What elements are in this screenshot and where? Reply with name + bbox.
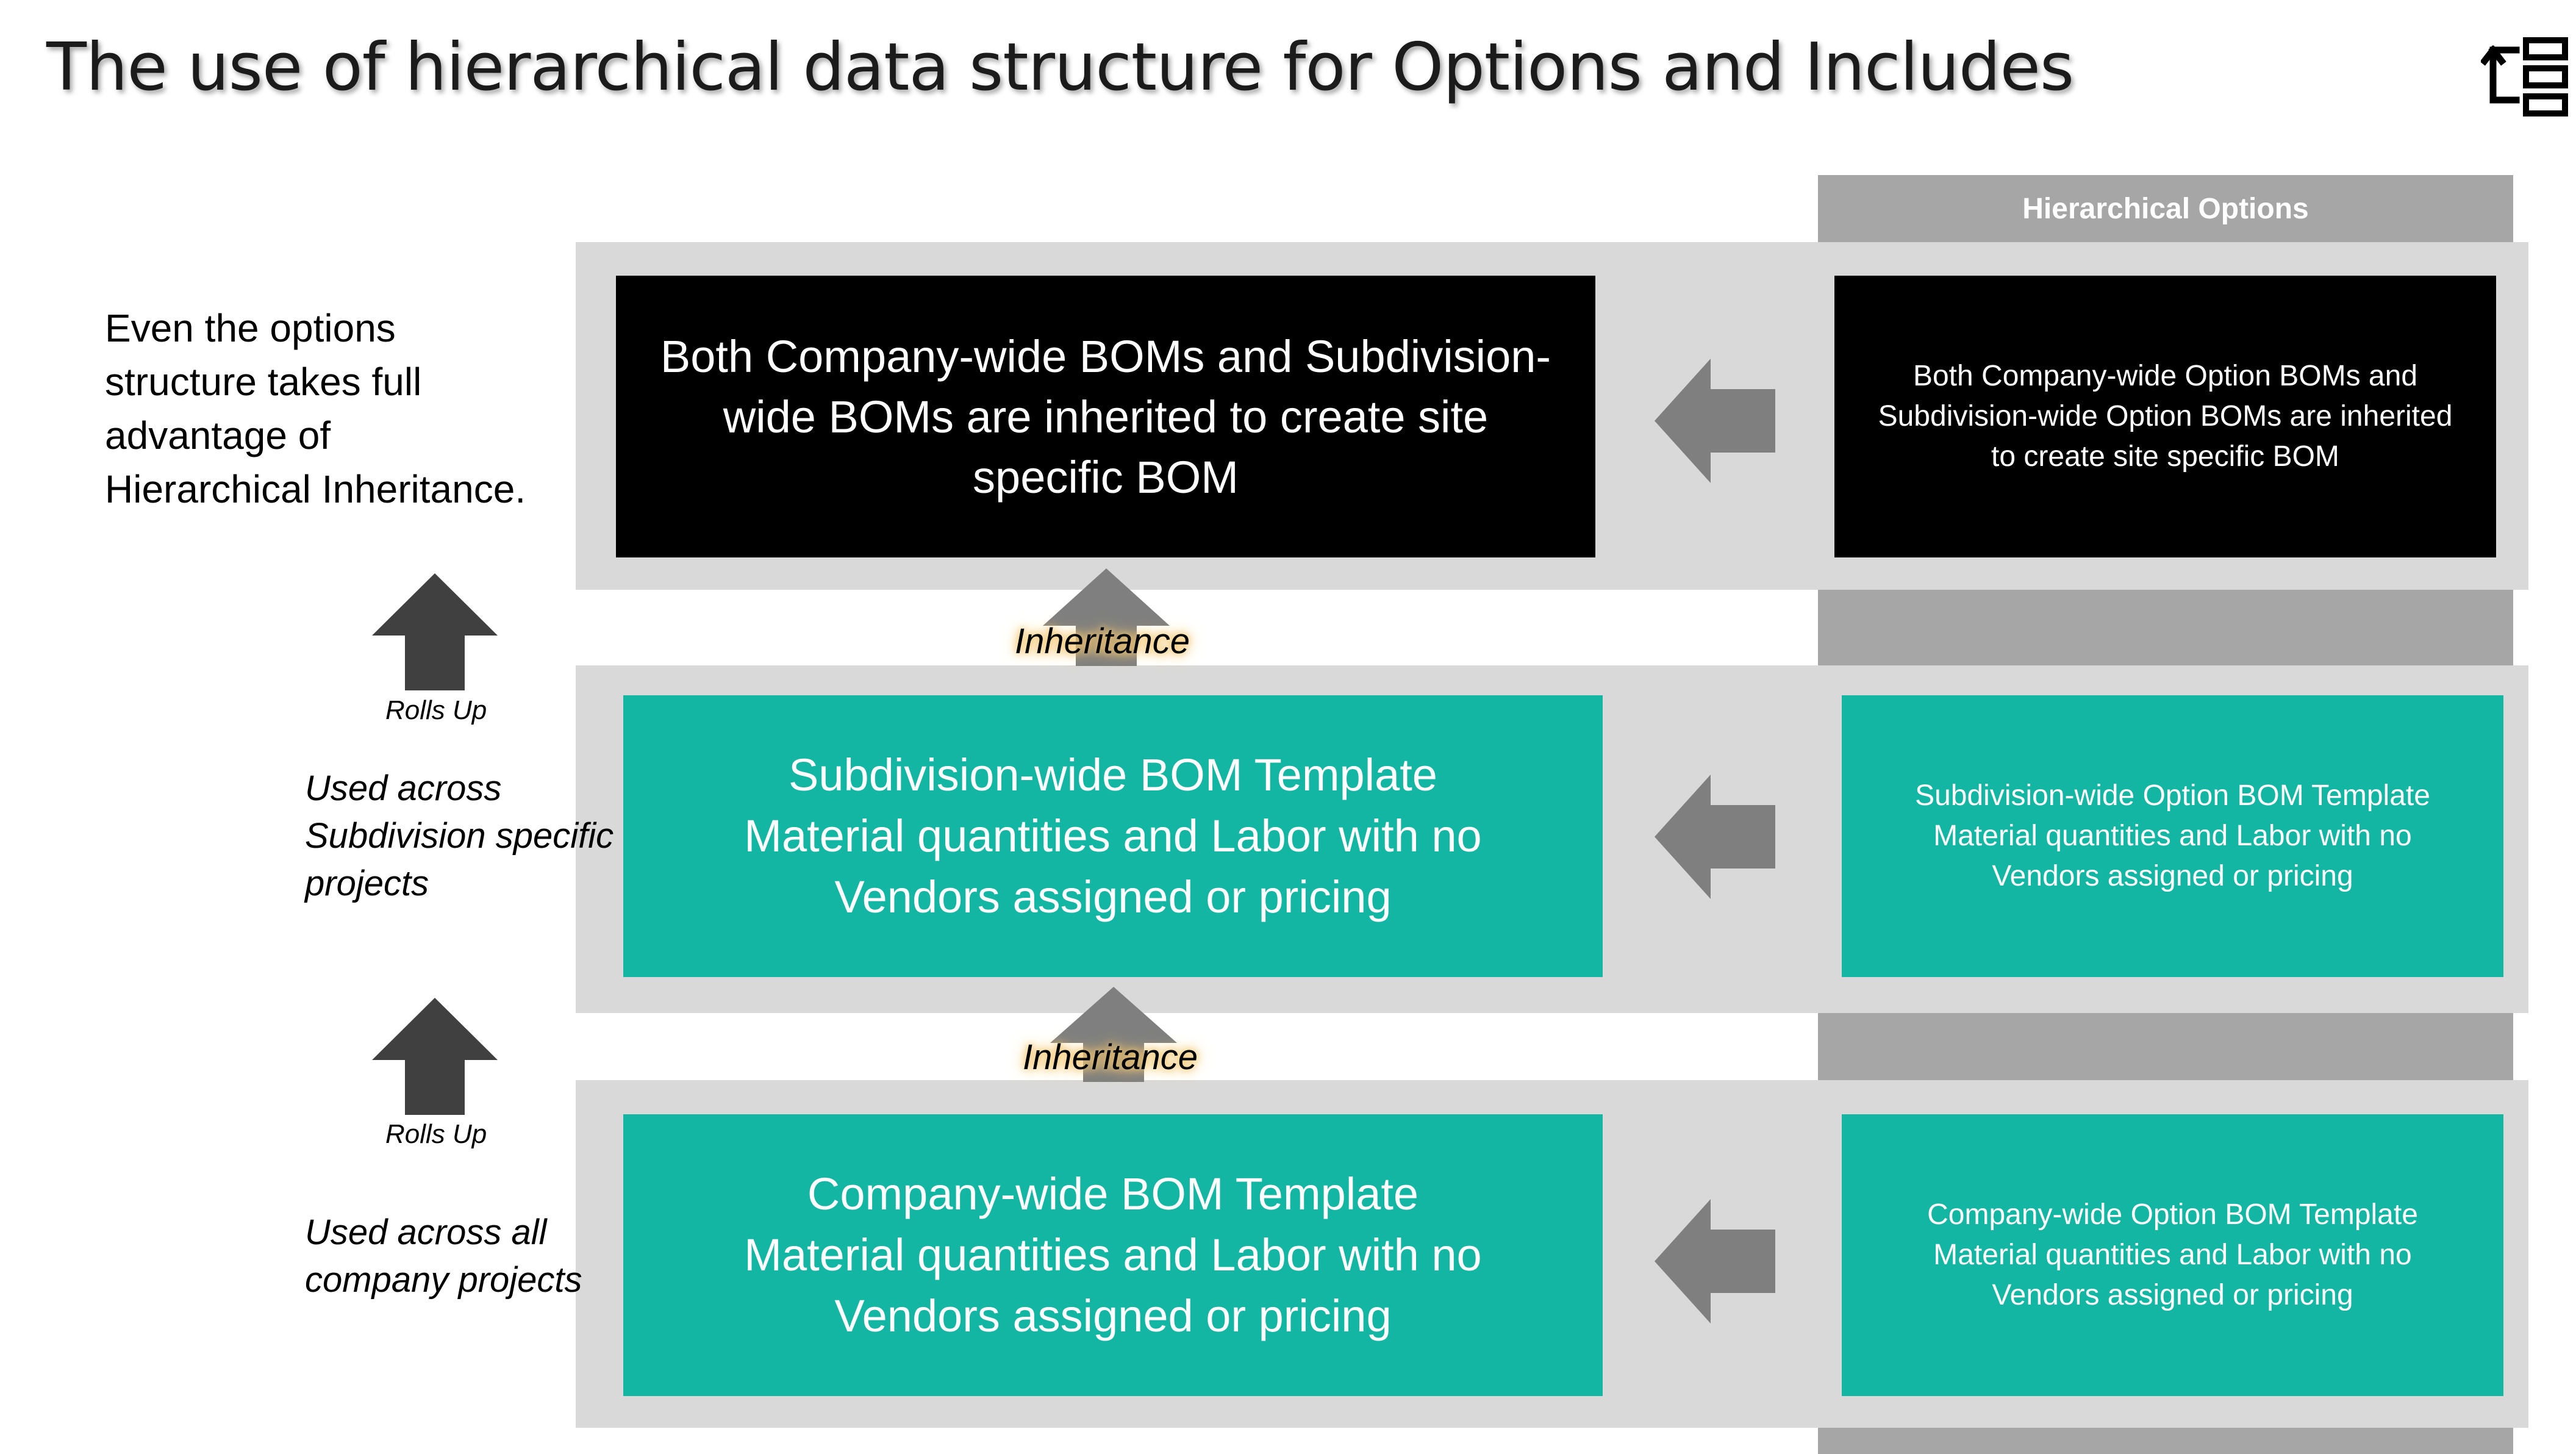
option-to-subdivision-arrow-icon xyxy=(1655,775,1775,899)
inheritance-label-lower: Inheritance xyxy=(1023,1037,1198,1077)
inheritance-label-upper: Inheritance xyxy=(1015,621,1190,661)
page-title: The use of hierarchical data structure f… xyxy=(46,29,2074,106)
company-usage-text: Used across all company projects xyxy=(305,1212,582,1300)
site-option-bom-box: Both Company-wide Option BOMs and Subdiv… xyxy=(1834,276,2496,557)
inheritance-up-arrow-icon xyxy=(1050,987,1177,1082)
rolls-up-arrow-icon xyxy=(372,998,498,1115)
logo-icon xyxy=(2481,37,2568,116)
company-bom-box: Company-wide BOM Template Material quant… xyxy=(623,1114,1603,1396)
option-to-site-arrow-icon xyxy=(1655,359,1775,483)
inheritance-up-arrow-icon xyxy=(1043,568,1170,666)
subdivision-usage-text: Used across Subdivision specific project… xyxy=(305,768,614,903)
rolls-up-label-lower: Rolls Up xyxy=(385,1119,487,1149)
subdivision-option-bom-box: Subdivision-wide Option BOM Template Mat… xyxy=(1842,695,2503,977)
option-to-company-arrow-icon xyxy=(1655,1199,1775,1323)
rolls-up-arrow-icon xyxy=(372,573,498,690)
subdivision-bom-box: Subdivision-wide BOM Template Material q… xyxy=(623,695,1603,977)
site-bom-box: Both Company-wide BOMs and Subdivision- … xyxy=(616,276,1595,557)
hierarchy-description: Even the options structure takes full ad… xyxy=(105,306,526,511)
options-column-header: Hierarchical Options xyxy=(1818,175,2513,242)
rolls-up-label-upper: Rolls Up xyxy=(385,695,487,725)
company-option-bom-box: Company-wide Option BOM Template Materia… xyxy=(1842,1114,2503,1396)
